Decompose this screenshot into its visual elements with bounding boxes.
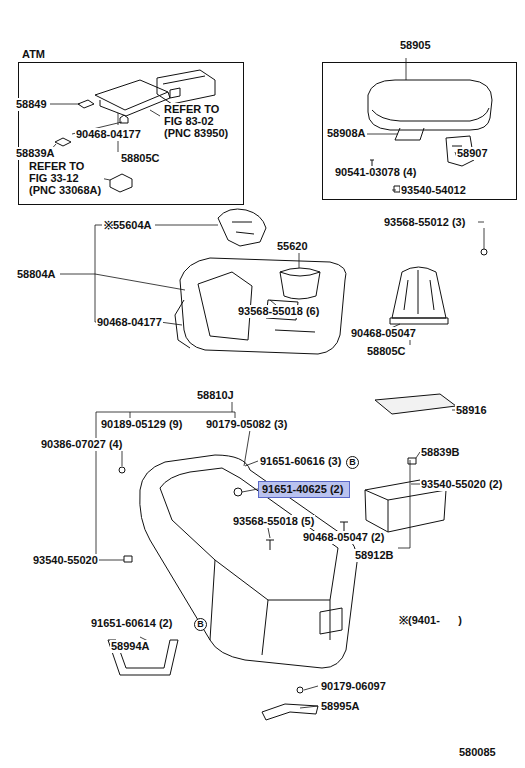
part-number: 91651-40625 (2) <box>259 482 349 497</box>
cup <box>280 268 320 299</box>
callout-letter: B <box>346 456 359 469</box>
shift-bezel <box>180 258 346 354</box>
part-number: 58907 <box>456 147 489 160</box>
nut <box>297 687 303 693</box>
armrest-edge <box>372 108 489 121</box>
part-number: 90468-04177 <box>96 316 163 329</box>
console-pocket <box>320 608 342 634</box>
part-number: 58912B <box>354 549 395 562</box>
armrest-lid <box>368 80 492 130</box>
nut <box>124 556 132 562</box>
clip <box>55 138 71 146</box>
part-number: 90468-05047 <box>350 327 417 340</box>
part-number: 580085 <box>458 746 497 759</box>
part-number: 55620 <box>276 240 309 253</box>
part-number: 58839A <box>15 147 56 160</box>
part-number: 93540-54012 <box>400 184 467 197</box>
part-number: 93540-55020 (2) <box>420 478 503 491</box>
part-number: 93568-55012 (3) <box>383 216 466 229</box>
region-heading: 58905 <box>399 39 432 52</box>
part-number: 90386-07027 (4) <box>40 438 123 451</box>
part-number: 58839B <box>420 446 461 459</box>
clip <box>78 100 94 108</box>
part-number: 58810J <box>196 389 235 402</box>
connector <box>110 174 132 192</box>
switch <box>157 70 215 104</box>
part-number: 93568-55018 (5) <box>232 515 315 528</box>
part-number: 90179-05082 (3) <box>205 418 288 431</box>
part-number: ※55604A <box>103 219 153 232</box>
plate <box>262 704 318 720</box>
part-drawings <box>55 70 492 720</box>
screw <box>481 249 487 255</box>
boot-frame <box>390 318 448 324</box>
part-number: 58805C <box>120 152 161 165</box>
hinge-plate <box>395 128 424 140</box>
clip <box>408 458 416 464</box>
part-number: 58849 <box>15 98 48 111</box>
part-number: 58995A <box>320 700 361 713</box>
highlighted-part: 91651-40625 (2) <box>258 481 350 498</box>
part-number: 93568-55018 (6) <box>237 305 320 318</box>
part-number: 58804A <box>16 268 57 281</box>
part-number: 90468-05047 (2) <box>302 531 385 544</box>
part-number: 91651-60614 (2) <box>90 617 173 630</box>
shift-boot <box>392 267 446 318</box>
console-edges <box>210 560 330 655</box>
console-bracket <box>108 640 178 675</box>
callout-letter: B <box>194 618 207 631</box>
clip <box>119 467 125 473</box>
part-number: 90468-04177 <box>75 128 142 141</box>
part-number: 58994A <box>110 640 151 653</box>
region-heading: ATM <box>21 48 46 61</box>
shift-plate <box>95 80 170 116</box>
part-number: ※(9401- ) <box>398 614 463 627</box>
part-number: 90189-05129 (9) <box>100 418 183 431</box>
part-number: 93540-55020 <box>32 554 99 567</box>
console-body <box>140 455 357 668</box>
part-number: 58908A <box>326 127 367 140</box>
part-number: 90541-03078 (4) <box>334 166 417 179</box>
screw <box>266 540 274 550</box>
part-number: 58805C <box>366 345 407 358</box>
leader-lines <box>48 58 484 708</box>
part-number: REFER TO FIG 33-12 (PNC 33068A) <box>28 160 104 196</box>
screw <box>234 488 242 496</box>
part-number: 90179-06097 <box>320 680 387 693</box>
part-number: 58916 <box>455 404 488 417</box>
lever-assembly <box>218 209 266 246</box>
pad <box>375 394 456 414</box>
part-number: 91651-60616 (3) <box>259 455 342 468</box>
part-number: REFER TO FIG 83-02 (PNC 83950) <box>163 103 239 139</box>
